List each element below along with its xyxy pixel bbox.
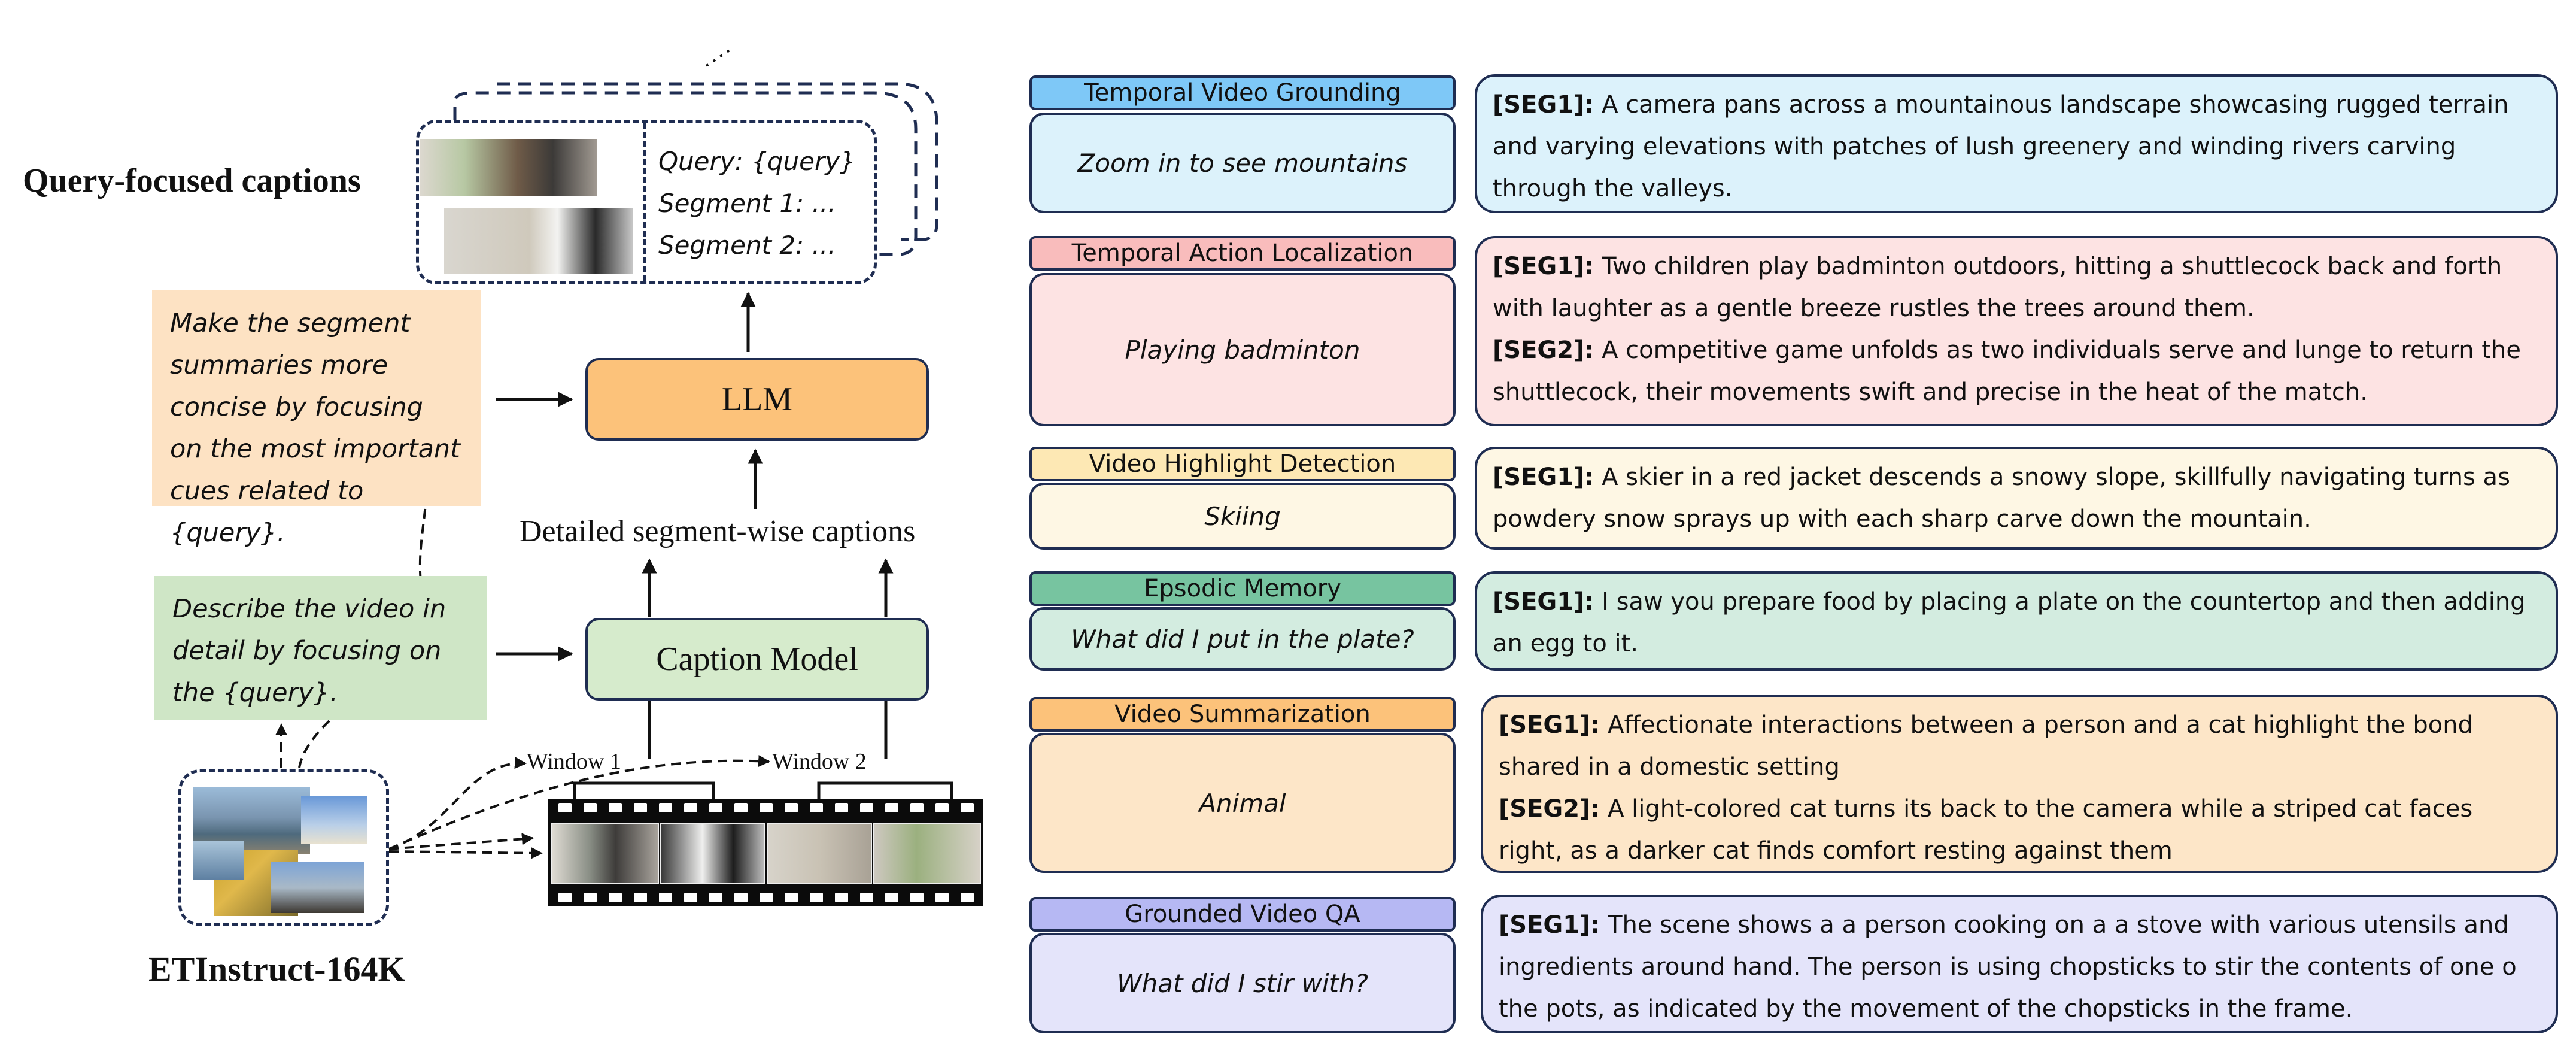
task-answer-video-summarization: [SEG1]: Affectionate interactions betwee… — [1481, 695, 2558, 873]
card-thumbnail-1 — [419, 138, 599, 198]
answer-segment: [SEG1]: Affectionate interactions betwee… — [1499, 704, 2540, 788]
task-answer-episodic-memory: [SEG1]: I saw you prepare food by placin… — [1475, 571, 2558, 671]
query-focused-captions-title: Query-focused captions — [23, 162, 361, 199]
caption-prompt-box: Describe the video in detail by focusing… — [154, 576, 487, 720]
answer-segment: [SEG1]: A skier in a red jacket descends… — [1493, 456, 2540, 540]
task-query-temporal-video-grounding: Zoom in to see mountains — [1029, 113, 1456, 213]
film-frame-4 — [873, 823, 981, 884]
caption-model-node: Caption Model — [585, 618, 929, 701]
dashed-arrow-dataset-to-film-b — [388, 847, 543, 859]
dataset-photo-lake — [193, 841, 244, 880]
task-tag-temporal-video-grounding: Temporal Video Grounding — [1029, 75, 1456, 110]
task-query-video-summarization: Animal — [1029, 733, 1456, 873]
segment-tag: [SEG1]: — [1493, 463, 1594, 491]
segment-tag: [SEG1]: — [1499, 911, 1600, 939]
segment-text: The scene shows a a person cooking on a … — [1499, 911, 2517, 1023]
task-answer-temporal-action-localization: [SEG1]: Two children play badminton outd… — [1475, 236, 2558, 426]
card-segment1-line: Segment 1: ... — [658, 189, 836, 218]
film-frame-1 — [551, 823, 659, 884]
task-query-grounded-video-qa: What did I stir with? — [1029, 933, 1456, 1033]
segment-tag: [SEG1]: — [1493, 253, 1594, 280]
card-query-line: Query: {query} — [658, 147, 856, 176]
task-query-video-highlight-detection: Skiing — [1029, 483, 1456, 550]
task-tag-episodic-memory: Epsodic Memory — [1029, 571, 1456, 606]
segment-text: A camera pans across a mountainous lands… — [1493, 91, 2509, 202]
llm-node: LLM — [585, 358, 929, 441]
segment-tag: [SEG1]: — [1493, 91, 1594, 119]
task-query-temporal-action-localization: Playing badminton — [1029, 273, 1456, 426]
task-tag-grounded-video-qa: Grounded Video QA — [1029, 897, 1456, 932]
film-frame-3 — [767, 823, 872, 884]
stack-card-middle — [453, 91, 918, 256]
card-thumbnail-2 — [443, 207, 634, 275]
segment-text: Affectionate interactions between a pers… — [1499, 711, 2473, 781]
video-filmstrip — [548, 799, 983, 906]
summary-prompt-box: Make the segment summaries more concise … — [152, 290, 481, 548]
segment-text: A competitive game unfolds as two indivi… — [1493, 336, 2521, 406]
detailed-captions-label: Detailed segment-wise captions — [520, 514, 916, 548]
query-focused-caption-card: Query: {query} Segment 1: ... Segment 2:… — [416, 120, 877, 284]
segment-tag: [SEG2]: — [1493, 336, 1594, 364]
segment-text: A light-colored cat turns its back to th… — [1499, 795, 2473, 865]
task-answer-grounded-video-qa: [SEG1]: The scene shows a a person cooki… — [1481, 895, 2558, 1033]
window2-label: Window 2 — [772, 749, 867, 774]
dashed-arrow-dataset-to-window1 — [388, 757, 527, 850]
answer-segment: [SEG1]: Two children play badminton outd… — [1493, 245, 2540, 329]
film-frame-2 — [660, 823, 765, 884]
segment-tag: [SEG1]: — [1499, 711, 1600, 739]
window2-bracket — [817, 781, 953, 799]
dataset-photo-sky — [301, 796, 367, 844]
segment-tag: [SEG1]: — [1493, 588, 1594, 616]
window1-bracket — [573, 781, 715, 799]
answer-segment: [SEG1]: The scene shows a a person cooki… — [1499, 904, 2540, 1030]
answer-segment: [SEG1]: I saw you prepare food by placin… — [1493, 581, 2540, 665]
task-tag-video-summarization: Video Summarization — [1029, 697, 1456, 732]
segment-text: I saw you prepare food by placing a plat… — [1493, 588, 2526, 657]
dataset-photo-crowd — [271, 862, 364, 913]
dots-line — [705, 47, 734, 67]
card-divider — [643, 123, 646, 281]
task-tag-temporal-action-localization: Temporal Action Localization — [1029, 236, 1456, 271]
dashed-arrow-dataset-to-window2 — [388, 755, 770, 850]
answer-segment: [SEG2]: A competitive game unfolds as tw… — [1493, 329, 2540, 413]
dataset-image-cluster — [178, 769, 389, 926]
card-segment2-line: Segment 2: ... — [658, 231, 836, 260]
segment-text: Two children play badminton outdoors, hi… — [1493, 253, 2502, 322]
dataset-label: ETInstruct-164K — [148, 950, 405, 989]
task-query-episodic-memory: What did I put in the plate? — [1029, 607, 1456, 671]
answer-segment: [SEG1]: A camera pans across a mountaino… — [1493, 84, 2540, 210]
segment-tag: [SEG2]: — [1499, 795, 1600, 823]
stack-card-back — [497, 82, 938, 241]
answer-segment: [SEG2]: A light-colored cat turns its ba… — [1499, 788, 2540, 872]
task-answer-temporal-video-grounding: [SEG1]: A camera pans across a mountaino… — [1475, 74, 2558, 213]
segment-text: A skier in a red jacket descends a snowy… — [1493, 463, 2510, 533]
task-answer-video-highlight-detection: [SEG1]: A skier in a red jacket descends… — [1475, 447, 2558, 550]
window1-label: Window 1 — [527, 749, 621, 774]
dashed-arrow-dataset-to-film-a — [388, 833, 534, 850]
task-tag-video-highlight-detection: Video Highlight Detection — [1029, 447, 1456, 481]
